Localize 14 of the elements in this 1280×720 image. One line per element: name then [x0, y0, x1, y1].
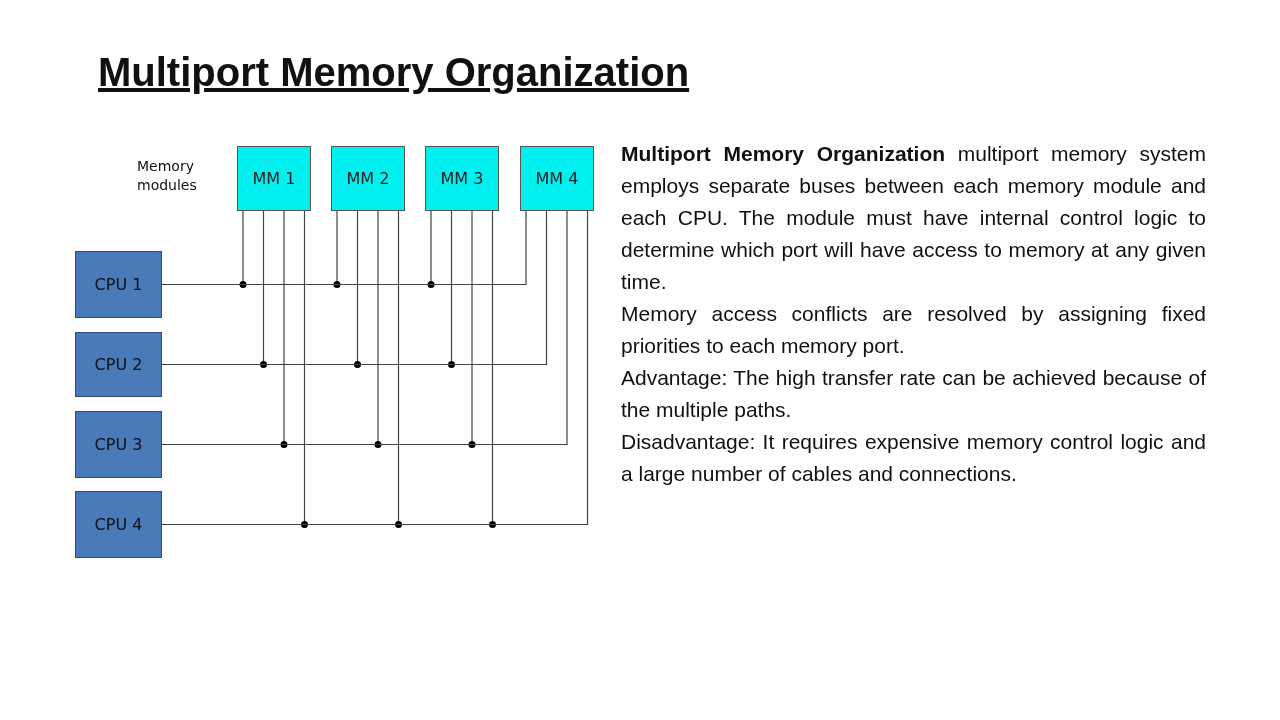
slide-title: Multiport Memory Organization: [98, 50, 690, 95]
memory-module-box: MM 2: [331, 146, 405, 211]
cpu-box: CPU 1: [75, 251, 162, 318]
memory-module-box: MM 3: [425, 146, 499, 211]
memory-modules-label: Memory modules: [137, 157, 198, 195]
description-paragraph: Multiport Memory Organization multiport memory system employs separate buses between each memory module and each CPU. The module must have internal control logic to determine which port will have access to memory at any given time.: [621, 141, 1206, 295]
description-paragraph: Advantage: The high transfer rate can be achieved because of the multiple paths.: [621, 365, 1206, 423]
cpu-box: CPU 3: [75, 411, 162, 478]
cpu-box: CPU 2: [75, 332, 162, 397]
description-paragraph: Memory access conflicts are resolved by assigning fixed priorities to each memory port.: [621, 301, 1206, 359]
memory-module-box: MM 4: [520, 146, 594, 211]
description-paragraph: Disadvantage: It requires expensive memory control logic and a large number of cables and connections.: [621, 429, 1206, 487]
cpu-box: CPU 4: [75, 491, 162, 558]
memory-module-box: MM 1: [237, 146, 311, 211]
